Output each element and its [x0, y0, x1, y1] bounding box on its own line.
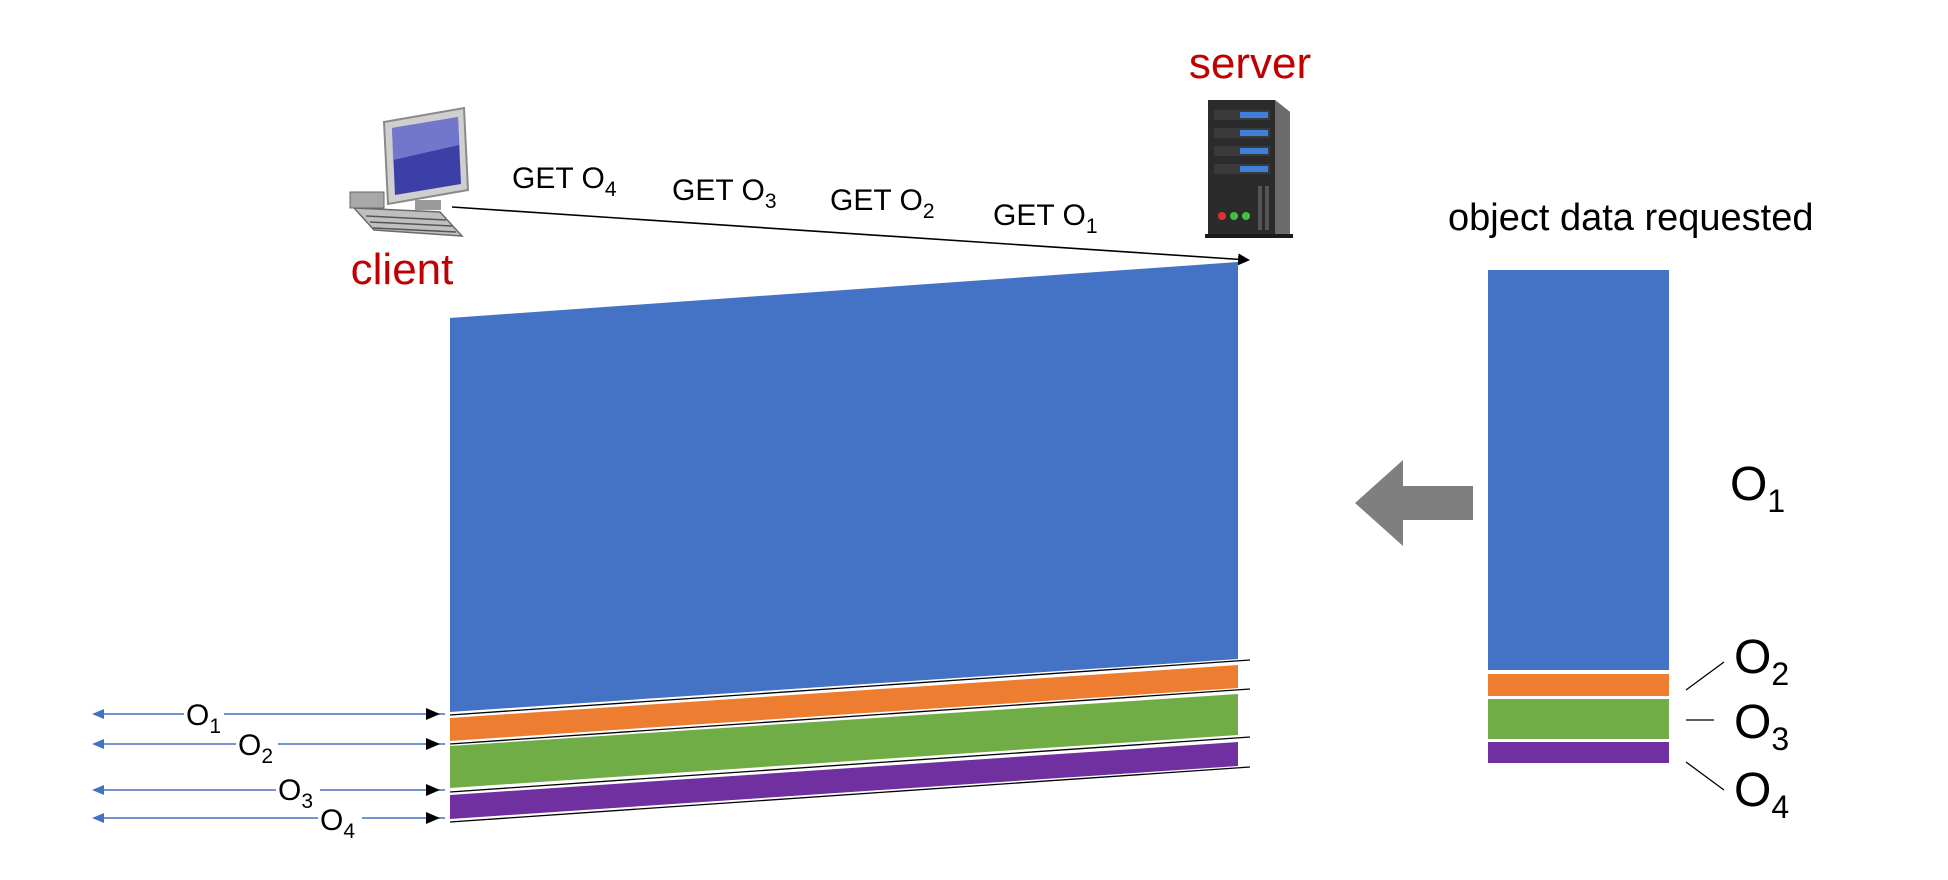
- response-band-o3: [450, 694, 1238, 788]
- object-label-o2: O2: [1734, 631, 1789, 692]
- request-label-get-o2: GET O2: [830, 184, 935, 223]
- left-arrow-icon: [1355, 460, 1473, 546]
- band-separator: [449, 659, 1251, 716]
- object-block-o3: [1488, 699, 1669, 739]
- response-band-o4: [450, 742, 1238, 819]
- response-band-o1: [450, 262, 1238, 712]
- received-label-o2: O2: [238, 729, 273, 768]
- object-data-heading: object data requested: [1448, 197, 1814, 239]
- band-separator: [449, 736, 1251, 793]
- received-label-o3: O3: [278, 774, 313, 813]
- received-label-o4: O4: [320, 804, 355, 843]
- arrowhead: [426, 738, 440, 750]
- band-separator: [449, 766, 1251, 823]
- arrowhead: [426, 812, 440, 824]
- client-label: client: [351, 245, 454, 294]
- object-block-o1: [1488, 270, 1669, 670]
- object-leader-line: [1685, 761, 1725, 791]
- object-label-o3: O3: [1734, 696, 1789, 757]
- request-arrow: [451, 206, 1250, 266]
- band-separator: [449, 688, 1251, 745]
- object-label-o4: O4: [1734, 764, 1789, 825]
- request-label-get-o1: GET O1: [993, 199, 1098, 238]
- object-block-o4: [1488, 742, 1669, 763]
- server-label: server: [1189, 39, 1311, 88]
- received-label-o1: O1: [186, 699, 221, 738]
- request-label-get-o4: GET O4: [512, 162, 617, 201]
- object-leader-line: [1685, 661, 1725, 691]
- arrowhead: [426, 708, 440, 720]
- response-band-o2: [450, 665, 1238, 741]
- object-block-o2: [1488, 674, 1669, 696]
- object-label-o1: O1: [1730, 458, 1785, 519]
- arrowhead: [426, 784, 440, 796]
- request-label-get-o3: GET O3: [672, 174, 777, 213]
- server-icon: [1205, 100, 1293, 238]
- client-computer-icon: [349, 106, 470, 237]
